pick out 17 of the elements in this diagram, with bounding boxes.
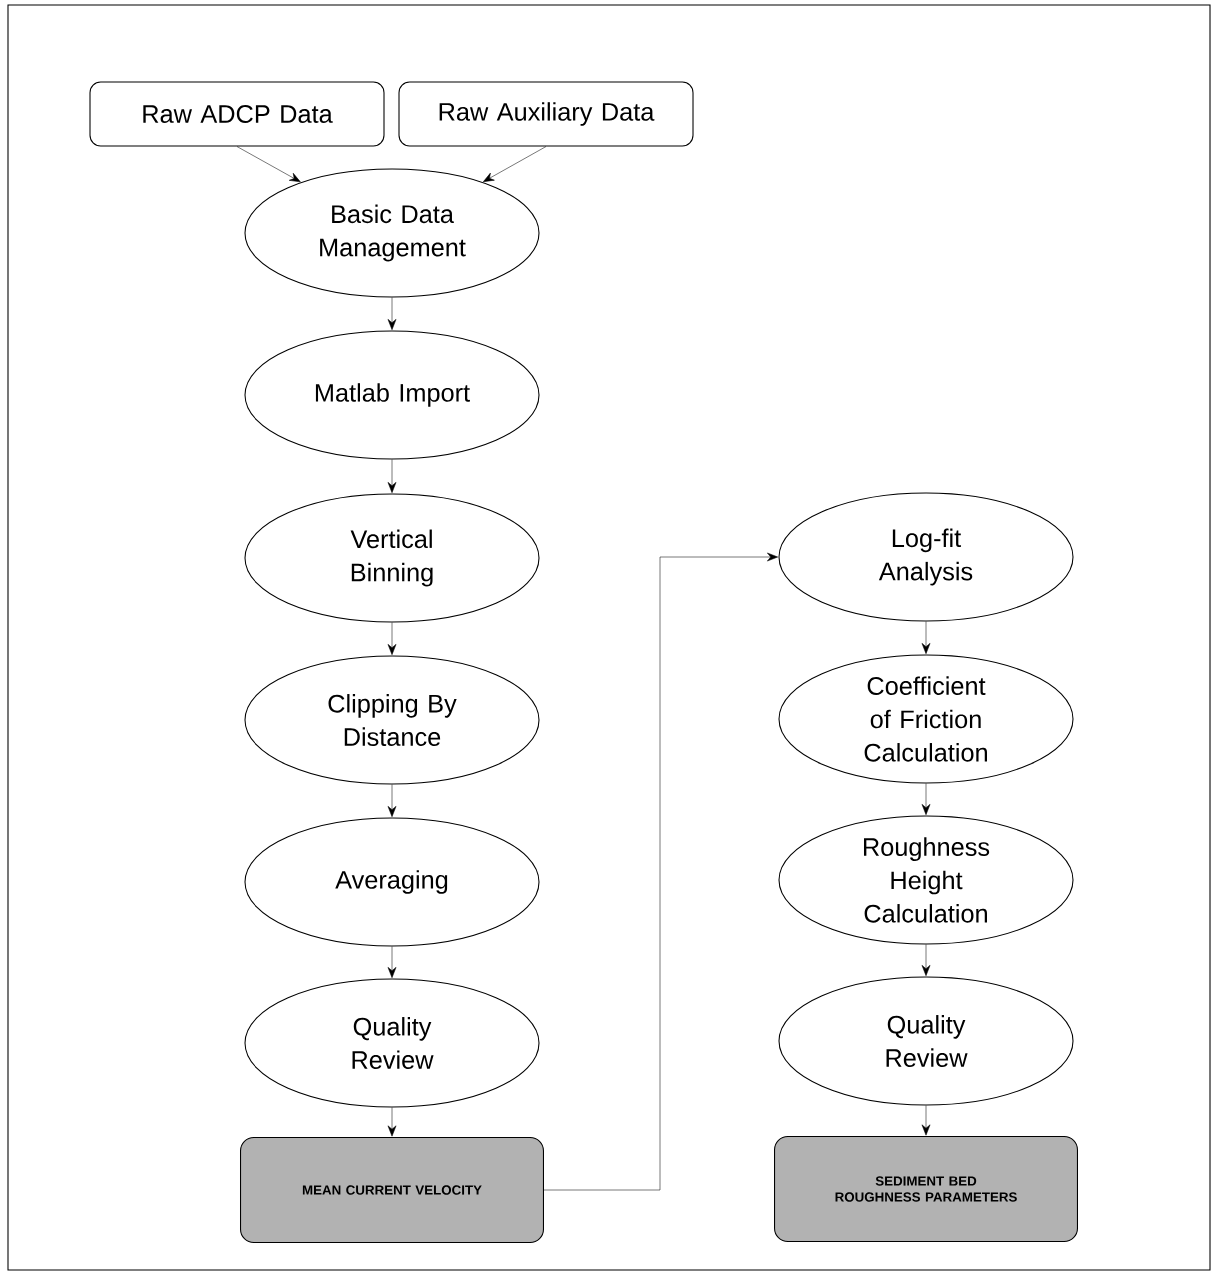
arrow	[387, 1107, 397, 1137]
arrow	[387, 784, 397, 817]
arrow	[387, 622, 397, 655]
arrow	[921, 1105, 931, 1136]
arrow	[921, 944, 931, 976]
arrow	[921, 621, 931, 654]
input-box: Raw Auxiliary Data	[398, 81, 694, 147]
result-box: SEDIMENT BED ROUGHNESS PARAMETERS	[774, 1135, 1078, 1243]
arrow	[236, 146, 301, 183]
arrow	[921, 783, 931, 815]
input-box: Raw ADCP Data	[89, 81, 385, 147]
arrow	[543, 552, 778, 1191]
result-box: MEAN CURRENT VELOCITY	[240, 1136, 544, 1244]
arrow	[387, 297, 397, 330]
arrow	[387, 459, 397, 493]
arrow	[483, 146, 547, 182]
arrow	[387, 946, 397, 978]
